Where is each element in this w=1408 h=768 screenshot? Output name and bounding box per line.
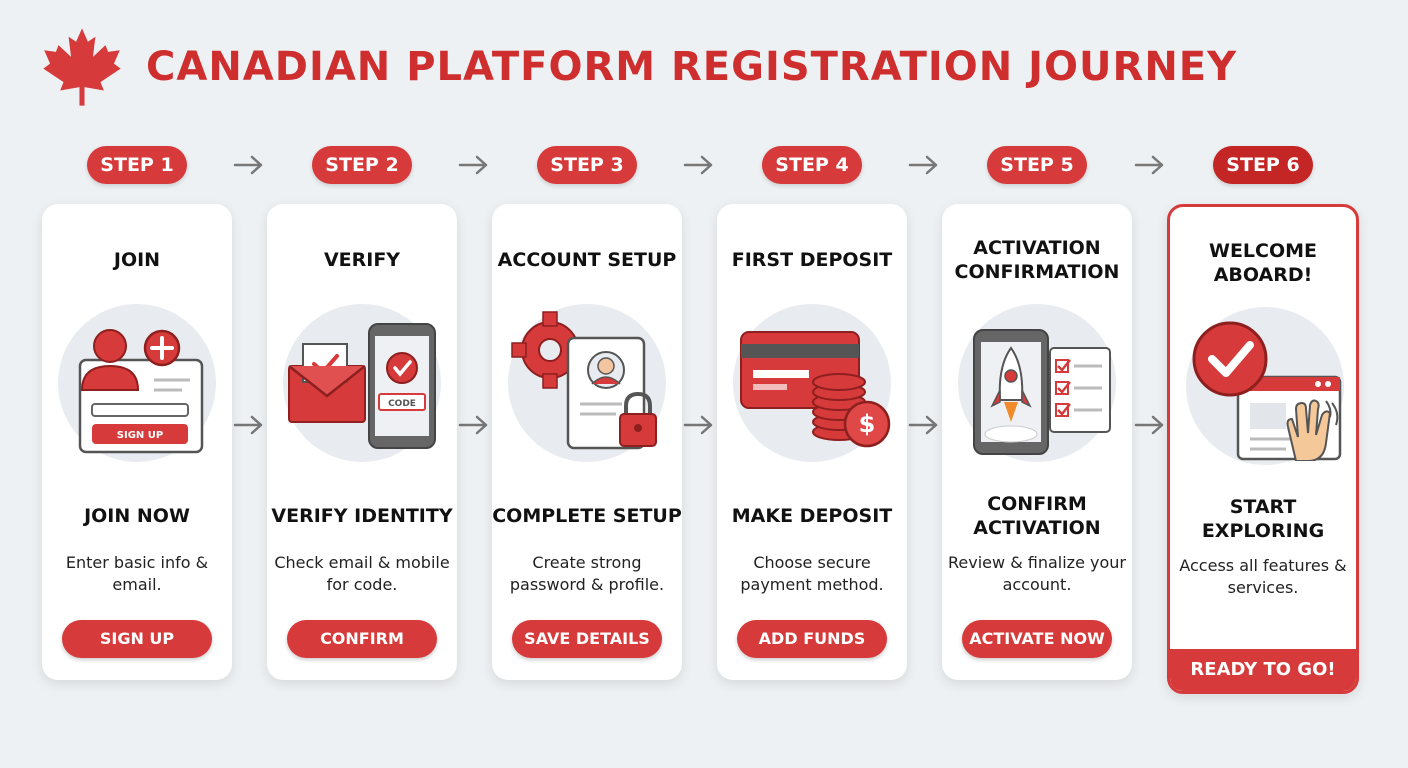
arrow-right-icon bbox=[908, 155, 938, 175]
confirm-button[interactable]: CONFIRM bbox=[287, 620, 437, 658]
card-description: Enter basic info & email. bbox=[65, 553, 209, 594]
add-funds-button[interactable]: ADD FUNDS bbox=[737, 620, 887, 658]
user-signup-form-icon: SIGN UP bbox=[78, 329, 204, 454]
step-6-badge: STEP 6 bbox=[1213, 146, 1313, 184]
card-description: Create strong password & profile. bbox=[509, 553, 665, 594]
card-title: JOIN bbox=[113, 249, 161, 271]
card-title: ACTIVATION CONFIRMATION bbox=[954, 237, 1120, 283]
activate-now-button[interactable]: ACTIVATE NOW bbox=[962, 620, 1112, 658]
card-description: Choose secure payment method. bbox=[740, 553, 884, 594]
rocket-phone-checklist-icon bbox=[973, 329, 1111, 455]
card-action-title: CONFIRM ACTIVATION bbox=[973, 493, 1101, 539]
card-action-title: START EXPLORING bbox=[1201, 496, 1325, 542]
arrow-right-icon bbox=[1134, 155, 1164, 175]
arrow-right-icon bbox=[683, 415, 713, 435]
email-phone-verification-icon: CODE bbox=[288, 323, 436, 449]
maple-leaf-icon bbox=[43, 28, 121, 106]
step-2-card: VERIFY CODE VERIFY IDENTITY Check email … bbox=[267, 204, 457, 680]
signup-icon-label: SIGN UP bbox=[117, 430, 163, 441]
card-description: Check email & mobile for code. bbox=[274, 553, 450, 594]
arrow-right-icon bbox=[683, 155, 713, 175]
step-6-card: WELCOME ABOARD! START EXPLORING Access a… bbox=[1167, 204, 1359, 694]
page-title: CANADIAN PLATFORM REGISTRATION JOURNEY bbox=[146, 44, 1238, 90]
card-action-title: COMPLETE SETUP bbox=[492, 505, 682, 527]
card-action-title: MAKE DEPOSIT bbox=[731, 505, 893, 527]
card-description: Access all features & services. bbox=[1179, 556, 1347, 597]
arrow-right-icon bbox=[908, 415, 938, 435]
arrow-right-icon bbox=[233, 155, 263, 175]
card-title: WELCOME ABOARD! bbox=[1208, 240, 1318, 286]
save-details-button[interactable]: SAVE DETAILS bbox=[512, 620, 662, 658]
checkmark-wave-icon bbox=[1192, 321, 1342, 461]
ready-to-go-banner: READY TO GO! bbox=[1170, 649, 1356, 691]
gear-profile-lock-icon bbox=[511, 311, 657, 450]
card-title: VERIFY bbox=[323, 249, 401, 271]
step-5-card: ACTIVATION CONFIRMATION CONFIRM ACTIVATI… bbox=[942, 204, 1132, 680]
card-title: ACCOUNT SETUP bbox=[497, 249, 677, 271]
card-action-title: VERIFY IDENTITY bbox=[271, 505, 453, 527]
arrow-right-icon bbox=[458, 155, 488, 175]
card-description: Review & finalize your account. bbox=[948, 553, 1126, 594]
svg-text:$: $ bbox=[859, 410, 876, 438]
arrow-right-icon bbox=[1134, 415, 1164, 435]
step-3-card: ACCOUNT SETUP COMPLETE SETUP Create stro… bbox=[492, 204, 682, 680]
code-icon-label: CODE bbox=[388, 399, 416, 409]
step-2-badge: STEP 2 bbox=[312, 146, 412, 184]
arrow-right-icon bbox=[458, 415, 488, 435]
step-4-badge: STEP 4 bbox=[762, 146, 862, 184]
card-action-title: JOIN NOW bbox=[84, 505, 190, 527]
step-1-card: JOIN SIGN UP JOIN NOW Enter basic info &… bbox=[42, 204, 232, 680]
step-3-badge: STEP 3 bbox=[537, 146, 637, 184]
step-5-badge: STEP 5 bbox=[987, 146, 1087, 184]
card-title: FIRST DEPOSIT bbox=[731, 249, 893, 271]
arrow-right-icon bbox=[233, 415, 263, 435]
card-coins-icon: $ bbox=[740, 331, 891, 448]
header: CANADIAN PLATFORM REGISTRATION JOURNEY bbox=[40, 22, 1237, 112]
sign-up-button[interactable]: SIGN UP bbox=[62, 620, 212, 658]
step-4-card: FIRST DEPOSIT $ MAKE DEPOSIT Choose secu… bbox=[717, 204, 907, 680]
step-1-badge: STEP 1 bbox=[87, 146, 187, 184]
